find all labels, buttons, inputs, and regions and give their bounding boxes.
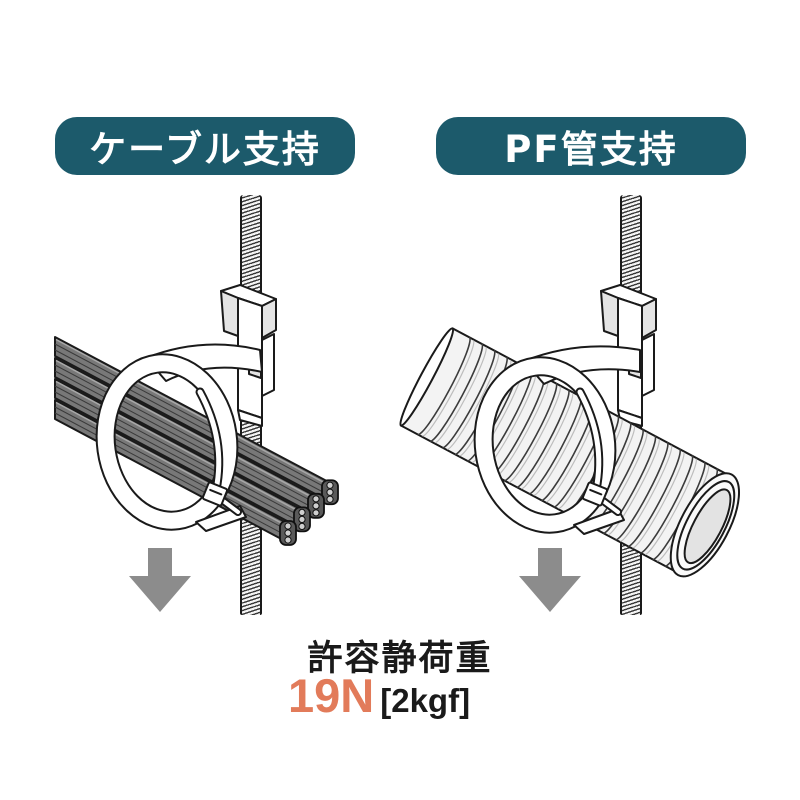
allowable-static-load-value: 19N [2kgf] xyxy=(288,668,470,722)
pipe-rib-shade xyxy=(632,451,685,549)
cable-core-seam xyxy=(54,364,317,504)
pf-corrugated-pipe xyxy=(399,327,741,578)
pipe-rib xyxy=(516,389,570,488)
pipe-rib-shade xyxy=(508,386,561,483)
cable-core-seam xyxy=(54,412,289,537)
cable-support-label-text: ケーブル支持 xyxy=(89,128,321,171)
pipe-rib-shade xyxy=(607,438,660,536)
cable-highlight xyxy=(55,359,316,500)
pipe-rib xyxy=(615,441,669,541)
pipe-rib-shade xyxy=(620,445,673,542)
cable-tie-left xyxy=(195,387,242,516)
pipe-rib xyxy=(417,336,471,436)
cable-highlight xyxy=(55,380,302,514)
down-arrow-icon xyxy=(519,548,581,612)
cable-tie-right xyxy=(575,387,622,516)
cable-highlight xyxy=(55,338,330,486)
cable-support-label: ケーブル支持 xyxy=(55,117,355,175)
load-value-newtons: 19N xyxy=(288,669,375,722)
pipe-rib xyxy=(503,382,558,482)
cable-end-section xyxy=(307,492,325,519)
tie-buckle-right xyxy=(581,481,609,507)
pipe-end-opening xyxy=(683,488,732,565)
pipe-rib xyxy=(639,454,694,554)
pipe-rib xyxy=(442,349,496,449)
load-value-kgf: [2kgf] xyxy=(380,682,471,719)
saddle-band-right xyxy=(473,345,641,535)
cable-core-seam xyxy=(54,343,331,491)
pipe-rib xyxy=(627,448,682,548)
pipe-rib-shade xyxy=(447,353,500,450)
cable-end-section xyxy=(293,506,311,533)
pf-pipe-support-label-text: PF管支持 xyxy=(504,128,678,171)
pipe-rib-shade xyxy=(521,392,574,490)
cable-core-seam xyxy=(54,406,289,531)
cable-end-section xyxy=(321,479,339,506)
pipe-rib-shade xyxy=(434,346,487,444)
pf-pipe-support-label: PF管支持 xyxy=(436,117,746,175)
cable-end-section xyxy=(279,520,297,546)
bracket-right xyxy=(600,284,657,427)
cable-core-seam xyxy=(54,370,317,510)
cable-highlight xyxy=(55,401,288,527)
down-arrow-icon xyxy=(129,548,191,612)
pipe-rib xyxy=(602,435,657,534)
tie-buckle-left xyxy=(201,481,229,507)
cable-core-seam xyxy=(54,391,303,524)
cable-core-seam xyxy=(54,385,303,518)
allowable-static-load-heading: 許容静荷重 xyxy=(307,639,493,679)
pipe-rib xyxy=(429,343,484,442)
cable-core-seam xyxy=(54,349,331,497)
pipe-rib-shade xyxy=(422,340,475,437)
pipe-rib-shade xyxy=(496,379,549,476)
saddle-band-left xyxy=(95,343,263,532)
